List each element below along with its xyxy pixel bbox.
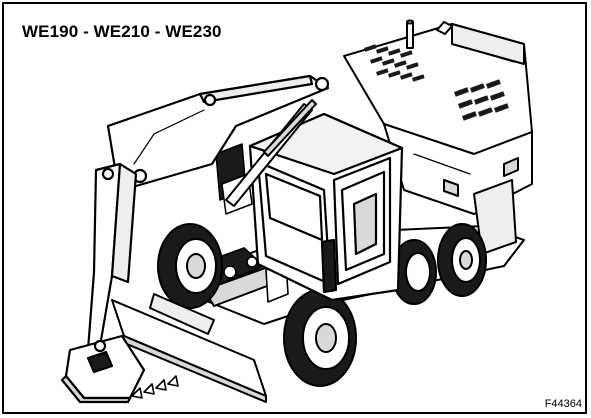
- exhaust-pipe: [406, 19, 453, 49]
- engine-grille-rear: [454, 79, 509, 121]
- engine-grille-top: [364, 44, 425, 82]
- bucket: [60, 334, 146, 404]
- operator-cab: [248, 112, 404, 302]
- bucket-teeth: [131, 375, 179, 399]
- document-frame: WE190 - WE210 - WE230 F44364: [2, 2, 587, 414]
- front-left-wheel: [157, 223, 223, 309]
- document-title: WE190 - WE210 - WE230: [22, 22, 222, 41]
- figure-id: F44364: [544, 398, 582, 410]
- rear-right-wheel: [391, 239, 437, 305]
- boom-cylinder: [225, 99, 317, 207]
- front-right-wheel: [283, 289, 357, 387]
- rear-left-wheel: [437, 223, 487, 297]
- dozer-blade: [111, 293, 267, 403]
- excavator-illustration: [60, 19, 533, 404]
- arm: [86, 162, 138, 352]
- boom: [106, 74, 330, 188]
